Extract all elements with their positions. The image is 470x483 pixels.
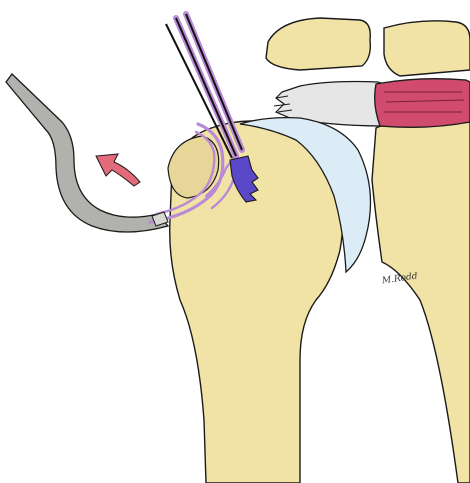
muscle xyxy=(375,79,470,128)
curved-arrow-icon xyxy=(96,154,140,186)
scapula-bone xyxy=(372,122,470,483)
clavicle-left-bone xyxy=(266,18,370,70)
acromion-bone xyxy=(384,21,470,76)
instrument xyxy=(6,74,168,232)
clavicle-bone-group xyxy=(266,18,470,76)
